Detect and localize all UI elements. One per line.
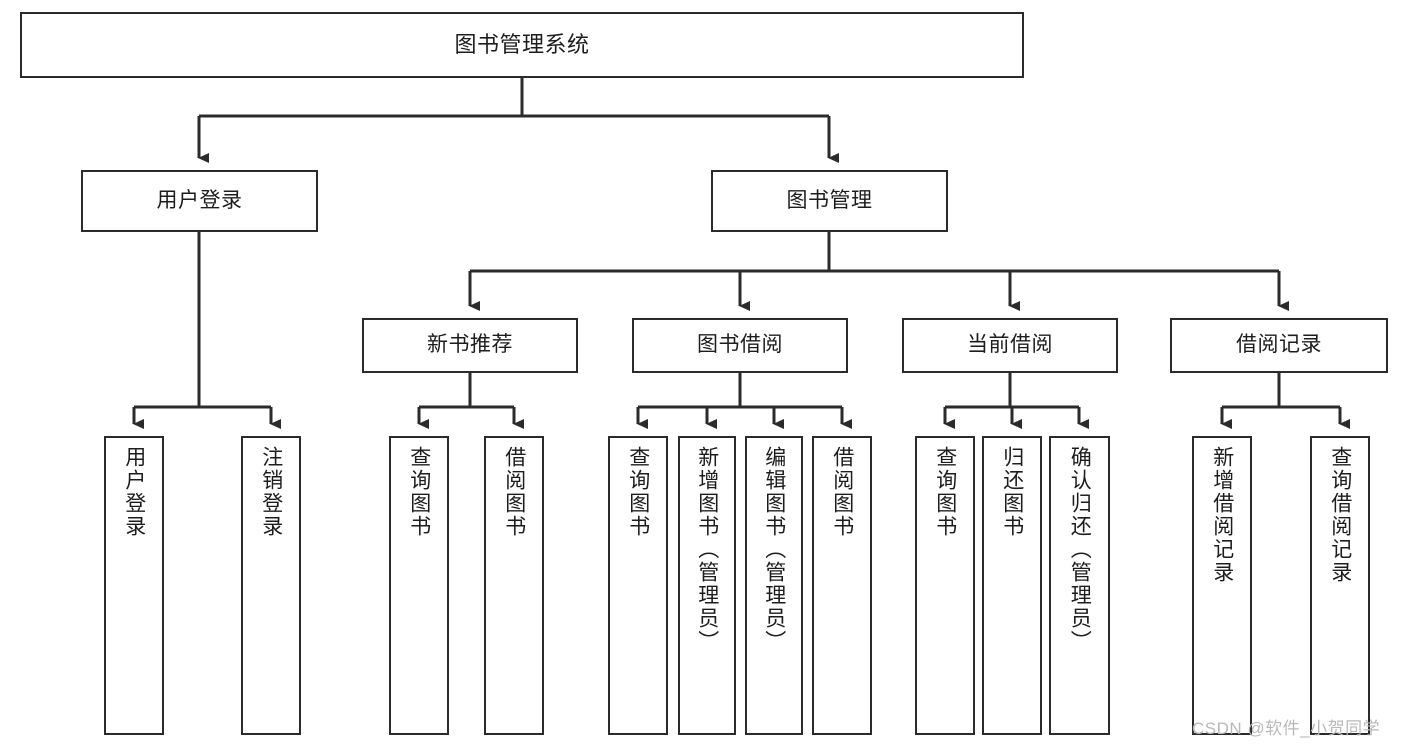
node-borrow-record-label: 借阅记录 xyxy=(1236,333,1322,357)
leaf-user-login[interactable]: 用户登录 xyxy=(104,436,164,735)
node-new-book-recommend[interactable]: 新书推荐 xyxy=(362,318,578,373)
leaf-add-borrow-record-label: 新增借阅记录 xyxy=(1210,446,1234,584)
leaf-add-book-label: 新增图书（管理员） xyxy=(695,446,719,653)
leaf-return-book-label: 归还图书 xyxy=(1000,446,1024,538)
node-current-borrow-label: 当前借阅 xyxy=(967,333,1053,357)
leaf-query-book-2[interactable]: 查询图书 xyxy=(608,436,668,735)
leaf-borrow-book-2-label: 借阅图书 xyxy=(830,446,854,538)
leaf-return-book[interactable]: 归还图书 xyxy=(982,436,1042,735)
leaf-add-borrow-record[interactable]: 新增借阅记录 xyxy=(1192,436,1252,735)
leaf-borrow-book-2[interactable]: 借阅图书 xyxy=(812,436,872,735)
node-root-label: 图书管理系统 xyxy=(454,32,590,58)
leaf-confirm-return[interactable]: 确认归还（管理员） xyxy=(1049,436,1110,735)
leaf-query-book-3[interactable]: 查询图书 xyxy=(915,436,975,735)
node-user-login-label: 用户登录 xyxy=(156,188,243,212)
node-book-manage-label: 图书管理 xyxy=(786,188,873,212)
leaf-user-login-label: 用户登录 xyxy=(122,446,146,538)
leaf-query-book-1[interactable]: 查询图书 xyxy=(389,436,449,735)
csdn-watermark: CSDN @软件_小贺同学 xyxy=(1192,719,1381,738)
node-current-borrow[interactable]: 当前借阅 xyxy=(902,318,1118,373)
leaf-query-book-3-label: 查询图书 xyxy=(933,446,957,538)
node-book-borrow-label: 图书借阅 xyxy=(697,333,783,357)
leaf-borrow-book-1[interactable]: 借阅图书 xyxy=(484,436,544,735)
leaf-edit-book[interactable]: 编辑图书（管理员） xyxy=(745,436,803,735)
node-root[interactable]: 图书管理系统 xyxy=(20,12,1024,78)
leaf-query-borrow-record[interactable]: 查询借阅记录 xyxy=(1310,436,1370,735)
leaf-query-book-1-label: 查询图书 xyxy=(407,446,431,538)
node-borrow-record[interactable]: 借阅记录 xyxy=(1170,318,1388,373)
leaf-confirm-return-label: 确认归还（管理员） xyxy=(1068,446,1092,653)
leaf-logout[interactable]: 注销登录 xyxy=(241,436,301,735)
leaf-query-book-2-label: 查询图书 xyxy=(626,446,650,538)
leaf-borrow-book-1-label: 借阅图书 xyxy=(502,446,526,538)
leaf-edit-book-label: 编辑图书（管理员） xyxy=(762,446,786,653)
leaf-logout-label: 注销登录 xyxy=(259,446,283,538)
node-book-manage[interactable]: 图书管理 xyxy=(711,170,948,232)
leaf-add-book[interactable]: 新增图书（管理员） xyxy=(678,436,736,735)
node-new-book-recommend-label: 新书推荐 xyxy=(427,333,513,357)
leaf-query-borrow-record-label: 查询借阅记录 xyxy=(1328,446,1352,584)
node-book-borrow[interactable]: 图书借阅 xyxy=(632,318,848,373)
node-user-login[interactable]: 用户登录 xyxy=(81,170,318,232)
